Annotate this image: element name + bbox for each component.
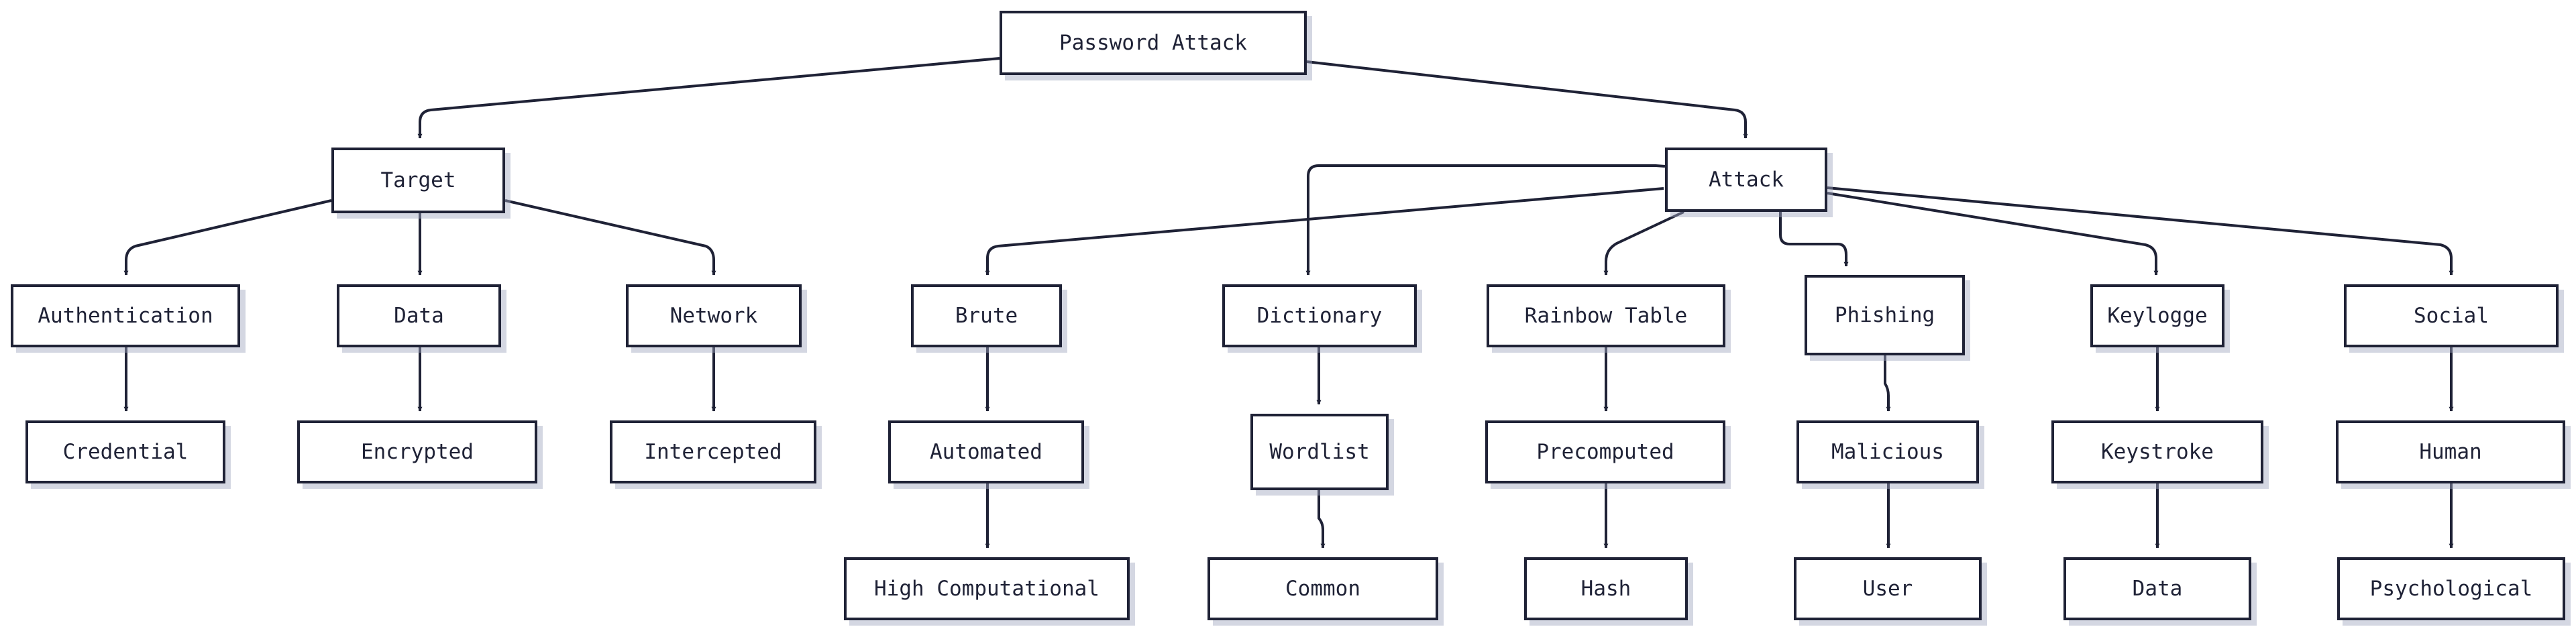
edge-attack-phishing	[1779, 212, 1849, 267]
node-data-leaf: Data	[2063, 557, 2251, 620]
node-phishing: Phishing	[1805, 275, 1965, 355]
node-hash: Hash	[1524, 557, 1688, 620]
node-human: Human	[2336, 420, 2565, 483]
node-network: Network	[626, 284, 802, 347]
edge-wordlist-common	[1318, 490, 1326, 549]
node-social: Social	[2344, 284, 2559, 347]
edge-attack-social	[1827, 186, 2454, 276]
node-high-computational: High Computational	[844, 557, 1130, 620]
node-psychological: Psychological	[2337, 557, 2565, 620]
node-keystroke: Keystroke	[2051, 420, 2263, 483]
node-automated: Automated	[888, 420, 1084, 483]
node-rainbow-table: Rainbow Table	[1487, 284, 1725, 347]
node-malicious: Malicious	[1796, 420, 1979, 483]
node-brute: Brute	[911, 284, 1062, 347]
node-data: Data	[337, 284, 501, 347]
node-common: Common	[1208, 557, 1438, 620]
node-keylogge: Keylogge	[2090, 284, 2224, 347]
edge-target-network	[504, 199, 716, 276]
node-dictionary: Dictionary	[1222, 284, 1417, 347]
edge-attack-brute	[985, 187, 1664, 276]
node-attack: Attack	[1665, 148, 1827, 212]
node-user: User	[1794, 557, 1982, 620]
edge-root-target	[417, 57, 1000, 139]
node-target: Target	[331, 148, 505, 213]
node-encrypted: Encrypted	[297, 420, 537, 483]
edge-attack-dictionary	[1305, 164, 1666, 276]
node-precomputed: Precomputed	[1485, 420, 1725, 483]
node-credential: Credential	[25, 420, 225, 483]
edge-attack-keylogge	[1827, 192, 2159, 276]
edge-attack-rainbow	[1603, 211, 1684, 276]
edge-root-attack	[1306, 60, 1748, 139]
node-intercepted: Intercepted	[610, 420, 816, 483]
edge-phishing-malicious	[1884, 355, 1891, 412]
node-wordlist: Wordlist	[1250, 414, 1389, 490]
edge-target-authentication	[123, 199, 332, 276]
node-password-attack: Password Attack	[1000, 11, 1307, 75]
node-authentication: Authentication	[11, 284, 240, 347]
